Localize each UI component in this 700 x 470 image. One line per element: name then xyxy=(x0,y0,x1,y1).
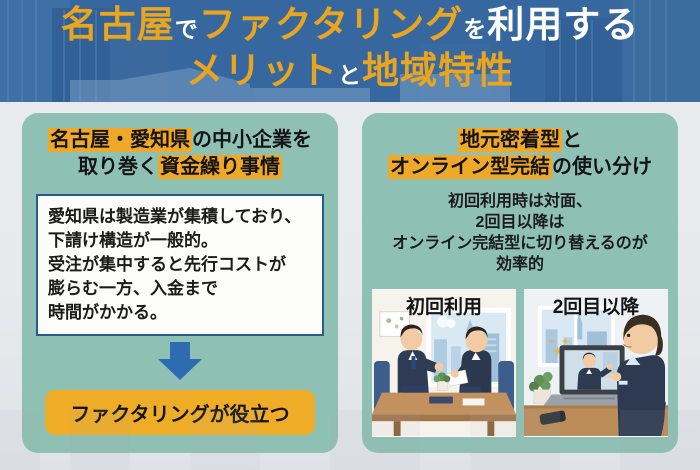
title-word-merit: メリット xyxy=(186,50,338,91)
usage-line: 2回目以降は xyxy=(475,214,565,231)
right-title-line-1: 地元密着型と xyxy=(366,127,674,154)
video-call-scene xyxy=(524,290,668,436)
title-line-2: メリットと地域特性 xyxy=(0,50,700,96)
first-visit-illustration: 初回利用 xyxy=(372,289,516,437)
right-panel-usage-types: 地元密着型と オンライン型完結の使い分け 初回利用時は対面、 2回目以降は オン… xyxy=(362,113,678,453)
right-title-highlight-1: 地元密着型 xyxy=(458,128,562,152)
right-title-rest-1: と xyxy=(562,129,582,151)
right-title-highlight-2: オンライン型完結 xyxy=(388,155,552,179)
man-at-laptop xyxy=(606,314,666,436)
right-title-rest-2: の使い分け xyxy=(552,156,652,178)
illustration-row: 初回利用 xyxy=(372,289,668,437)
usage-line: 初回利用時は対面、 xyxy=(447,193,592,210)
businessman-right xyxy=(446,326,492,399)
repeat-use-label: 2回目以降 xyxy=(552,297,640,318)
sparkle-icons xyxy=(548,337,570,357)
title-word-factoring: ファクタリング xyxy=(198,4,464,45)
first-visit-label: 初回利用 xyxy=(405,297,482,318)
city-skyline-background xyxy=(0,0,700,102)
page-title: 名古屋でファクタリングを利用する メリットと地域特性 xyxy=(0,0,700,96)
title-particle-de: で xyxy=(174,16,199,42)
flow-arrow-wrap xyxy=(22,342,338,382)
situation-line: 愛知県は製造業が集積しており、 xyxy=(48,207,302,226)
situation-text-box: 愛知県は製造業が集積しており、 下請け構造が一般的。 受注が集中すると先行コスト… xyxy=(36,194,324,336)
online-call-illustration: 2回目以降 xyxy=(524,289,668,437)
situation-line: 時間がかかる。 xyxy=(48,303,167,322)
usage-description: 初回利用時は対面、 2回目以降は オンライン完結型に切り替えるのが 効率的 xyxy=(364,191,676,275)
header-banner: 名古屋でファクタリングを利用する メリットと地域特性 xyxy=(0,0,700,102)
left-panel-funding-situation: 名古屋・愛知県の中小企業を 取り巻く資金繰り事情 愛知県は製造業が集積しており、… xyxy=(22,113,338,453)
left-title-highlight-1: 名古屋・愛知県 xyxy=(48,128,192,152)
right-panel-title: 地元密着型と オンライン型完結の使い分け xyxy=(366,127,674,181)
title-word-use: 利用する xyxy=(487,4,640,45)
situation-line: 下請け構造が一般的。 xyxy=(48,231,218,250)
left-panel-title: 名古屋・愛知県の中小企業を 取り巻く資金繰り事情 xyxy=(26,127,334,181)
left-title-pre-2: 取り巻く xyxy=(78,156,158,178)
left-title-rest-1: の中小企業を xyxy=(192,129,312,151)
right-title-line-2: オンライン型完結の使い分け xyxy=(366,154,674,181)
situation-line: 膨らむ一方、入金まで xyxy=(48,279,218,298)
title-particle-to: と xyxy=(338,62,362,88)
table-plant xyxy=(433,372,451,391)
title-particle-wo: を xyxy=(463,16,488,42)
left-title-line-2: 取り巻く資金繰り事情 xyxy=(26,154,334,181)
title-line-1: 名古屋でファクタリングを利用する xyxy=(0,4,700,50)
title-word-nagoya: 名古屋 xyxy=(60,4,175,45)
smartphone xyxy=(539,410,566,425)
meeting-scene xyxy=(372,290,516,436)
remote-agent-on-screen xyxy=(577,352,613,390)
left-title-highlight-2: 資金繰り事情 xyxy=(158,155,282,179)
situation-line: 受注が集中すると先行コストが xyxy=(48,255,286,274)
usage-line: オンライン完結型に切り替えるのが xyxy=(392,235,648,252)
left-title-line-1: 名古屋・愛知県の中小企業を xyxy=(26,127,334,154)
wall-picture-frame xyxy=(379,311,410,337)
arrow-down-icon xyxy=(158,342,202,380)
meeting-table xyxy=(372,385,516,436)
factoring-helps-badge: ファクタリングが役立つ xyxy=(45,390,315,435)
laptop xyxy=(543,345,641,406)
desk-plant xyxy=(528,371,553,404)
usage-line: 効率的 xyxy=(495,256,544,273)
title-word-regional: 地域特性 xyxy=(362,50,514,91)
content-panels: 名古屋・愛知県の中小企業を 取り巻く資金繰り事情 愛知県は製造業が集積しており、… xyxy=(0,102,700,453)
